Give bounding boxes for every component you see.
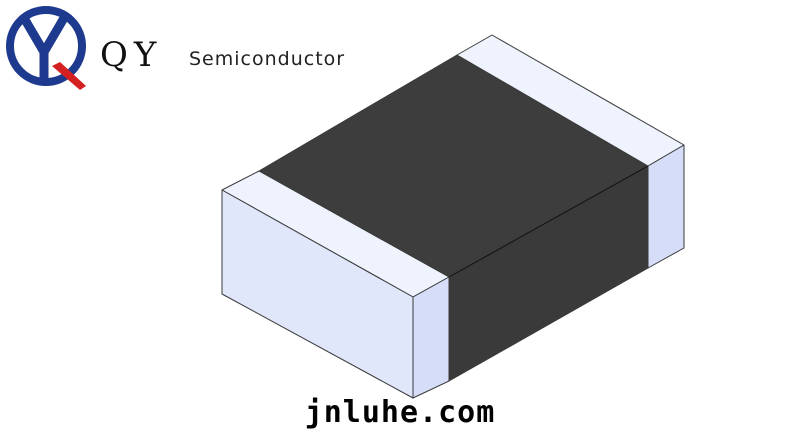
company-logo: QY Semiconductor (0, 0, 380, 110)
right-cap-side (647, 144, 685, 269)
left-cap-side (412, 276, 450, 399)
website-url: jnluhe.com (304, 395, 496, 430)
brand-subtitle: Semiconductor (189, 48, 346, 70)
brand-name: QY (100, 35, 163, 75)
qy-logo-icon (6, 6, 86, 90)
